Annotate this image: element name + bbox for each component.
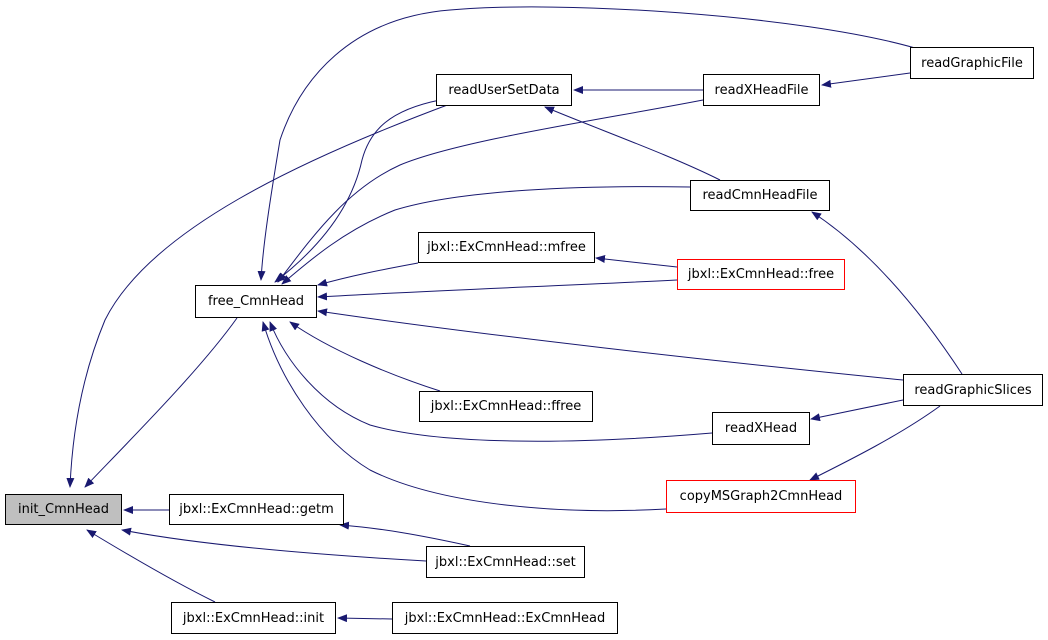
edge-excmnhead-free-to-excmnhead-mfree — [595, 255, 678, 268]
edge-excmnhead-init-to-init-cmnhead — [86, 529, 216, 603]
node-init-cmnhead: init_CmnHead — [5, 494, 122, 525]
edge-read-x-head-to-free-cmnhead — [269, 321, 713, 442]
edge-excmnhead-set-to-excmnhead-getm — [339, 521, 471, 547]
node-copy-msgraph2cmnhead[interactable]: copyMSGraph2CmnHead — [666, 480, 856, 513]
node-excmnhead-init[interactable]: jbxl::ExCmnHead::init — [171, 602, 336, 634]
node-read-x-head[interactable]: readXHead — [712, 412, 810, 445]
edge-excmnhead-ffree-to-free-cmnhead — [289, 321, 441, 392]
node-read-graphic-slices[interactable]: readGraphicSlices — [903, 374, 1043, 406]
node-read-graphic-file[interactable]: readGraphicFile — [910, 47, 1034, 79]
edge-read-cmn-head-file-to-free-cmnhead — [281, 186, 691, 285]
node-free-cmnhead[interactable]: free_CmnHead — [195, 285, 317, 318]
edge-excmnhead-set-to-init-cmnhead — [121, 527, 427, 562]
node-excmnhead-free[interactable]: jbxl::ExCmnHead::free — [677, 259, 845, 290]
node-excmnhead-getm[interactable]: jbxl::ExCmnHead::getm — [169, 494, 344, 525]
edge-read-graphic-file-to-read-x-head-file — [821, 72, 911, 88]
edge-copy-msgraph2cmnhead-to-free-cmnhead — [261, 321, 667, 512]
node-read-user-set-data[interactable]: readUserSetData — [436, 74, 572, 106]
edge-read-x-head-file-to-free-cmnhead — [277, 99, 704, 283]
edge-read-graphic-slices-to-read-cmn-head-file — [811, 211, 963, 375]
edge-read-user-set-data-to-init-cmnhead — [66, 103, 451, 488]
edge-read-user-set-data-to-free-cmnhead — [274, 99, 441, 283]
node-excmnhead-ctor[interactable]: jbxl::ExCmnHead::ExCmnHead — [392, 602, 618, 634]
edge-free-cmnhead-to-init-cmnhead — [84, 317, 238, 488]
node-excmnhead-set[interactable]: jbxl::ExCmnHead::set — [426, 546, 585, 578]
edge-read-cmn-head-file-to-read-user-set-data — [544, 106, 721, 181]
edge-excmnhead-free-to-free-cmnhead — [317, 279, 678, 301]
node-read-cmn-head-file[interactable]: readCmnHeadFile — [690, 180, 830, 211]
edge-excmnhead-mfree-to-free-cmnhead — [317, 262, 419, 287]
node-excmnhead-ffree[interactable]: jbxl::ExCmnHead::ffree — [419, 391, 593, 422]
edge-read-graphic-file-to-init-cmnhead — [257, 6, 916, 281]
edge-read-graphic-slices-to-free-cmnhead — [317, 308, 904, 381]
node-excmnhead-mfree[interactable]: jbxl::ExCmnHead::mfree — [418, 232, 595, 263]
node-read-x-head-file[interactable]: readXHeadFile — [703, 74, 820, 106]
edge-excmnhead-ctor-to-excmnhead-init — [337, 614, 393, 623]
edge-read-graphic-slices-to-read-x-head — [810, 399, 904, 422]
edge-read-graphic-slices-to-copy-msgraph2cmnhead — [809, 405, 941, 481]
